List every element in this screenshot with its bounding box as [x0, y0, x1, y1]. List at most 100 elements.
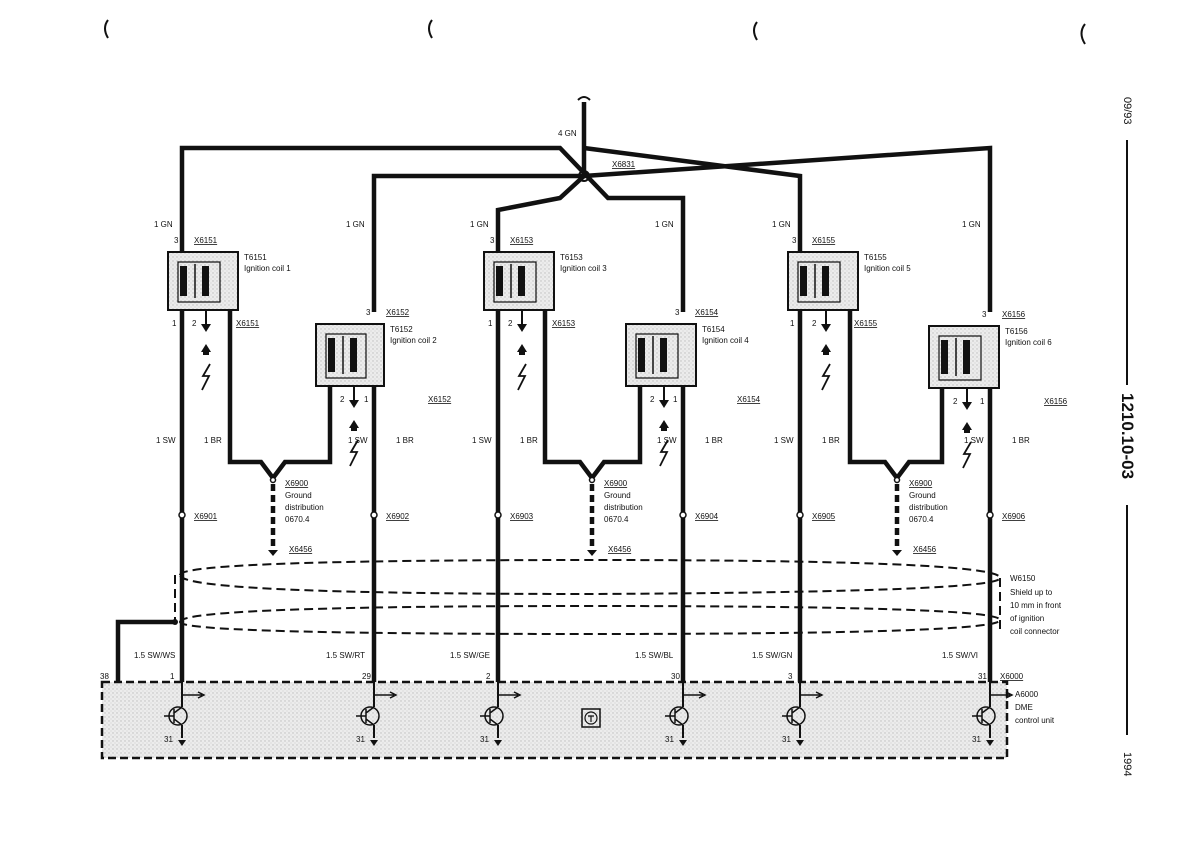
coil-signal-connector-label: X6906 — [1002, 512, 1026, 521]
page-date: 09/93 — [1121, 97, 1133, 125]
ecu-ground-symbol — [796, 740, 804, 746]
trunk-wire-label: 4 GN — [558, 129, 577, 138]
coil-pin2-label: 2 — [953, 397, 958, 406]
binding-marks — [104, 19, 1086, 45]
coil-id-label: T6153 — [560, 253, 583, 262]
ground-label-line2: distribution — [285, 503, 324, 512]
coil-br-wire-label: 1 BR — [204, 436, 222, 445]
ground-point-label: X6456 — [289, 545, 313, 554]
coil-pin1-label: 1 — [980, 397, 985, 406]
feed-wire-b — [371, 173, 584, 312]
coil-primary — [638, 338, 645, 372]
spark-bolt — [962, 441, 972, 469]
coil-id-label: T6152 — [390, 325, 413, 334]
spark-arrow-down — [349, 400, 359, 408]
spark-arrow-up — [349, 420, 359, 428]
svg-text:10 mm in front: 10 mm in front — [1010, 601, 1062, 610]
ground-wire-left — [542, 310, 594, 480]
cable-shield — [174, 558, 1002, 636]
spark-plug-mark — [351, 428, 357, 431]
coil-top-connector-label: X6156 — [1002, 310, 1026, 319]
coil-winding-frame — [177, 261, 221, 303]
spark-plug-mark — [823, 352, 829, 355]
dme-control-unit-box — [100, 680, 1009, 760]
coil-name-label: Ignition coil 4 — [702, 336, 749, 345]
coil-name-label: Ignition coil 6 — [1005, 338, 1052, 347]
svg-text:control unit: control unit — [1015, 716, 1055, 725]
spark-arrow-down — [517, 324, 527, 332]
coil-secondary — [822, 266, 829, 296]
coil-sw-wire-label: 1 SW — [348, 436, 368, 445]
coil-pin2-connector-label: X6153 — [552, 319, 576, 328]
svg-text:Shield up to: Shield up to — [1010, 588, 1053, 597]
ecu-signal-arrow — [182, 691, 206, 699]
coil-id-label: T6155 — [864, 253, 887, 262]
coil-pin1-label: 1 — [673, 395, 678, 404]
page-year: 1994 — [1121, 752, 1133, 776]
coil-feed-wire-label: 1 GN — [346, 220, 365, 229]
transistor-leads — [164, 706, 183, 726]
coil-top-pin-label: 3 — [675, 308, 680, 317]
ground-symbol — [268, 550, 278, 556]
coil-pin2-connector-label: X6152 — [428, 395, 452, 404]
coil-primary — [800, 266, 807, 296]
spark-plug-mark — [519, 352, 525, 355]
coil-br-wire-label: 1 BR — [520, 436, 538, 445]
ecu-ground-pin-label: 31 — [782, 735, 791, 744]
coil-pin1-label: 1 — [488, 319, 493, 328]
coil-output-wire-label: 1.5 SW/GN — [752, 651, 793, 660]
ecu-signal-arrow — [683, 691, 707, 699]
ground-point-label: X6456 — [913, 545, 937, 554]
coil-sw-wire-label: 1 SW — [657, 436, 677, 445]
coil-feed-wire-label: 1 GN — [962, 220, 981, 229]
ecu-label: A6000 DME control unit — [1015, 690, 1055, 725]
coil-signal-connector-label: X6905 — [812, 512, 836, 521]
signal-connector-dot — [986, 511, 994, 519]
shield-pin-label: 38 — [100, 672, 109, 681]
coil-primary — [496, 266, 503, 296]
coil-secondary — [963, 340, 970, 374]
ecu-pin-label: 29 — [362, 672, 371, 681]
ecu-pin-label: 2 — [486, 672, 491, 681]
coil-sw-wire-label: 1 SW — [964, 436, 984, 445]
ground-label-line3: 0670.4 — [909, 515, 934, 524]
feed-wire-a — [179, 145, 686, 312]
trunk-break-mark — [577, 96, 591, 101]
spark-arrow-down — [659, 400, 669, 408]
coil-name-label: Ignition coil 2 — [390, 336, 437, 345]
ground-label-line3: 0670.4 — [604, 515, 629, 524]
coil-secondary — [518, 266, 525, 296]
spark-bolt — [659, 439, 669, 467]
signal-connector-dot — [178, 511, 186, 519]
coil-winding-frame — [493, 261, 537, 303]
ground-label-line1: Ground — [285, 491, 312, 500]
wiring — [115, 96, 994, 682]
ecu-pin-label: 3 — [788, 672, 793, 681]
coil-feed-wire-label: 1 GN — [772, 220, 791, 229]
svg-text:A6000: A6000 — [1015, 690, 1039, 699]
coil-feed-wire-label: 1 GN — [470, 220, 489, 229]
coil-name-label: Ignition coil 1 — [244, 264, 291, 273]
ecu-signal-arrow — [374, 691, 398, 699]
svg-text:DME: DME — [1015, 703, 1033, 712]
coil-top-connector-label: X6153 — [510, 236, 534, 245]
spark-arrow-up — [517, 344, 527, 352]
coil-primary — [941, 340, 948, 374]
ecu-ground-symbol — [679, 740, 687, 746]
ecu-ground-symbol — [178, 740, 186, 746]
spark-bolt — [517, 363, 527, 391]
ecu-signal-arrow — [498, 691, 522, 699]
spark-bolt — [821, 363, 831, 391]
trunk-node-label: X6831 — [612, 160, 636, 169]
shield-drain-wire — [115, 619, 175, 682]
coil-pin2-connector-label: X6151 — [236, 319, 260, 328]
spark-arrow-up — [821, 344, 831, 352]
coil-output-wire-label: 1.5 SW/RT — [326, 651, 365, 660]
coil-feed-wire-label: 1 GN — [154, 220, 173, 229]
